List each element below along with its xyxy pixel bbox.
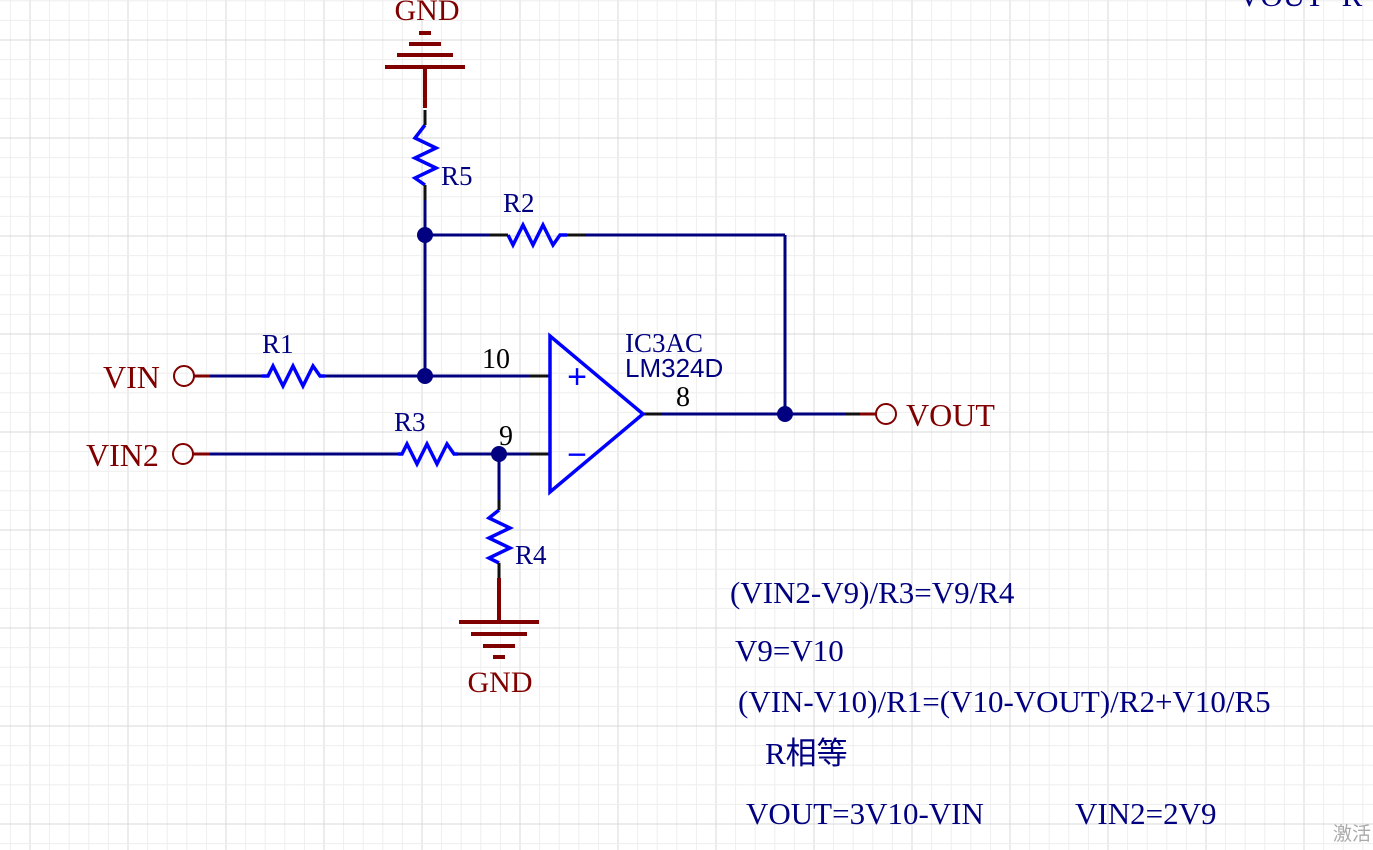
- cut-off-equation: VOUT=R: [1238, 0, 1363, 13]
- vin-label: VIN: [103, 359, 160, 395]
- gnd-label-bottom: GND: [468, 666, 533, 699]
- junctions: [417, 227, 793, 462]
- r3-label: R3: [394, 407, 426, 437]
- pin-10-label: 10: [482, 344, 510, 375]
- vout-label: VOUT: [906, 397, 995, 433]
- r5-label: R5: [441, 161, 473, 191]
- junction: [417, 368, 433, 384]
- pin-9-label: 9: [499, 421, 513, 452]
- resistor-r4[interactable]: [484, 508, 515, 565]
- wires: [210, 200, 860, 500]
- junction: [491, 446, 507, 462]
- resistor-r3[interactable]: [398, 440, 458, 468]
- opamp-designator: IC3AC: [625, 328, 703, 358]
- port-vin2[interactable]: [172, 443, 194, 465]
- r4-label: R4: [515, 540, 547, 570]
- equation-2: V9=V10: [735, 633, 844, 668]
- vin2-label: VIN2: [86, 437, 159, 473]
- gnd-label-top: GND: [395, 0, 460, 27]
- port-vin[interactable]: [173, 365, 195, 387]
- resistor-r1[interactable]: [262, 362, 325, 390]
- port-vout[interactable]: [875, 403, 897, 425]
- equation-1: (VIN2-V9)/R3=V9/R4: [730, 575, 1015, 610]
- resistor-r2[interactable]: [506, 221, 567, 249]
- pin-8-label: 8: [676, 382, 690, 413]
- junction: [777, 406, 793, 422]
- activation-watermark: 激活: [1333, 823, 1371, 845]
- equation-6: VIN2=2V9: [1075, 796, 1216, 831]
- opamp-minus-sign: −: [567, 436, 587, 474]
- equation-4: R相等: [765, 736, 848, 771]
- junction: [417, 227, 433, 243]
- r2-label: R2: [503, 188, 535, 218]
- r1-label: R1: [262, 329, 294, 359]
- resistor-r5[interactable]: [410, 123, 441, 187]
- opamp-plus-sign: +: [567, 358, 587, 396]
- gnd-symbol-bottom[interactable]: [459, 578, 539, 659]
- opamp-part: LM324D: [625, 353, 723, 383]
- equation-5: VOUT=3V10-VIN: [746, 796, 984, 831]
- equation-3: (VIN-V10)/R1=(V10-VOUT)/R2+V10/R5: [738, 684, 1271, 719]
- opamp[interactable]: [548, 332, 646, 496]
- gnd-symbol-top[interactable]: [385, 31, 465, 108]
